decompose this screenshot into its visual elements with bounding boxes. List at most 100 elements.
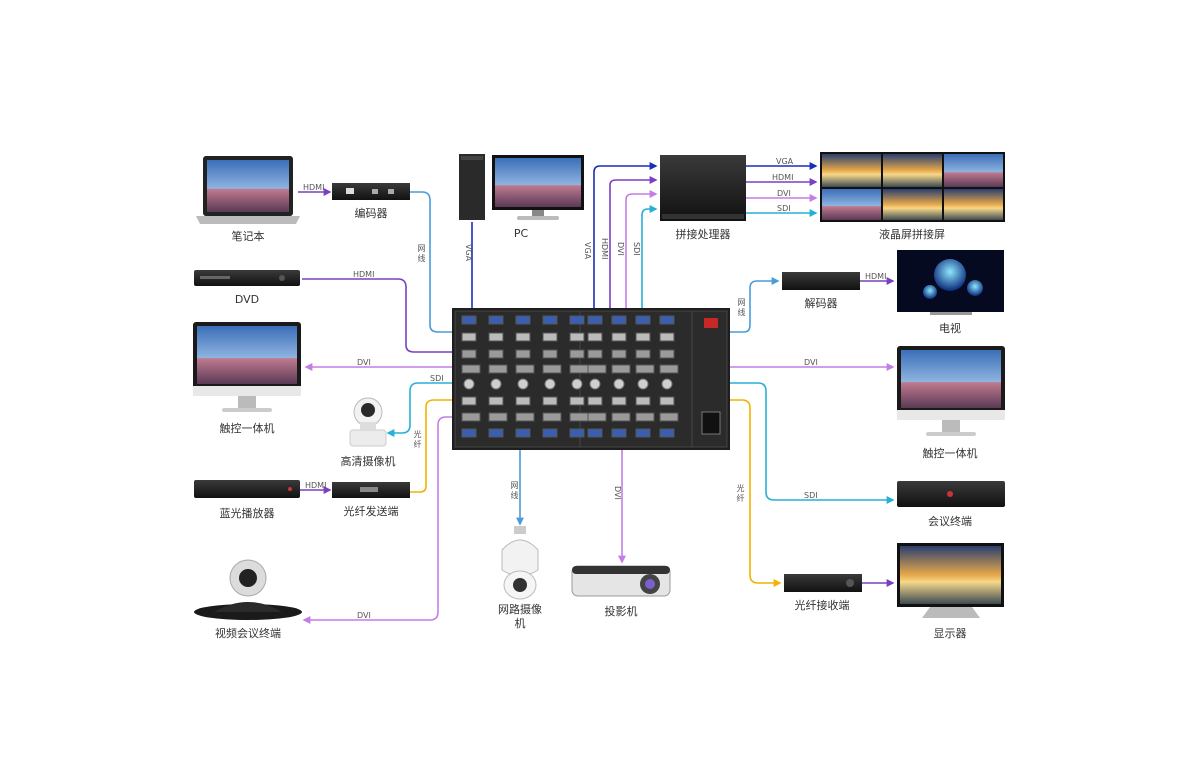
touch-pc-right-label: 触控一体机 (922, 447, 978, 460)
wire-label-touch-right-dvi: DVI (804, 358, 818, 367)
pc-device (459, 154, 584, 220)
touch-pc-left-label: 触控一体机 (219, 422, 275, 435)
matrix-port (611, 412, 631, 422)
wire-encoder-net (410, 191, 472, 336)
matrix-port (569, 412, 589, 422)
matrix-port (659, 315, 675, 325)
matrix-port (515, 364, 535, 374)
matrix-switcher-device (452, 308, 730, 450)
matrix-port (515, 315, 531, 325)
matrix-port (611, 315, 627, 325)
matrix-port (490, 378, 502, 390)
matrix-port (461, 349, 477, 359)
conference-terminal-label: 会议终端 (928, 515, 972, 528)
matrix-port (587, 332, 603, 342)
matrix-port (587, 428, 603, 438)
matrix-port (461, 396, 477, 406)
matrix-port (587, 364, 607, 374)
fiber-tx-label: 光纤发送端 (343, 505, 399, 518)
wire-label-proc-vga: VGA (583, 242, 592, 260)
network-camera-label: 网路摄像机 (498, 603, 542, 630)
matrix-port (635, 349, 651, 359)
wire-label-dvd-hdmi: HDMI (353, 270, 375, 279)
wire-label-laptop-encoder: HDMI (303, 183, 325, 192)
matrix-port (569, 364, 589, 374)
matrix-port (613, 378, 625, 390)
wire-label-out-dvi: DVI (777, 189, 791, 198)
monitor-device (897, 543, 1004, 618)
wire-dvd-hdmi (302, 278, 472, 356)
touch-pc-right-device (897, 346, 1005, 436)
splice-processor-device (660, 155, 746, 221)
dvd-label: DVD (234, 293, 260, 306)
matrix-port (542, 332, 558, 342)
projector-device (571, 565, 671, 597)
dvd-device (194, 270, 300, 286)
matrix-port (461, 412, 481, 422)
matrix-port (488, 332, 504, 342)
video-conf-terminal-label: 视频会议终端 (215, 627, 281, 640)
wire-camera-fiber (410, 396, 468, 493)
tv-device (897, 250, 1004, 315)
encoder-device (332, 183, 410, 200)
matrix-port (635, 364, 655, 374)
wire-decoder-net (722, 277, 780, 333)
matrix-port (659, 412, 679, 422)
wire-label-proc-sdi: SDI (632, 242, 641, 256)
matrix-port (515, 412, 535, 422)
wire-label-projector-dvi: DVI (613, 486, 622, 500)
encoder-label: 编码器 (354, 207, 388, 220)
wire-label-proc-hdmi: HDMI (600, 238, 609, 260)
matrix-port (611, 349, 627, 359)
wire-label-vconf-dvi: DVI (357, 611, 371, 620)
wire-label-out-hdmi: HDMI (772, 173, 794, 182)
wire-proc-sdi (641, 205, 658, 380)
splice-processor-label: 拼接处理器 (675, 228, 731, 241)
wire-label-touch-left-dvi: DVI (357, 358, 371, 367)
matrix-port (587, 412, 607, 422)
wire-label-encoder-net: 网线 (417, 244, 426, 263)
matrix-port (569, 396, 585, 406)
matrix-port (461, 364, 481, 374)
wire-label-netcam-net: 网线 (510, 481, 519, 500)
wire-label-out-vga: VGA (776, 157, 794, 166)
tv-label: 电视 (939, 322, 961, 335)
touch-pc-left-device (193, 322, 301, 412)
network-camera-device (501, 526, 539, 600)
matrix-port (569, 332, 585, 342)
matrix-port (488, 396, 504, 406)
matrix-port (488, 428, 504, 438)
matrix-port (461, 428, 477, 438)
matrix-port (461, 332, 477, 342)
matrix-port (611, 332, 627, 342)
matrix-port (635, 428, 651, 438)
wire-label-decoder-net: 网线 (737, 298, 746, 317)
wire-label-conf-sdi: SDI (804, 491, 818, 500)
matrix-port (635, 332, 651, 342)
matrix-port (587, 315, 603, 325)
matrix-port (488, 412, 508, 422)
lcd-wall-label: 液晶屏拼接屏 (879, 228, 945, 241)
matrix-port (542, 349, 558, 359)
power-switch (704, 318, 718, 328)
power-inlet (701, 411, 721, 435)
matrix-port (542, 315, 558, 325)
wire-label-camera-sdi: SDI (430, 374, 444, 383)
laptop-device (196, 156, 300, 224)
wire-vconf-dvi (302, 416, 466, 624)
matrix-port (659, 428, 675, 438)
matrix-port (542, 396, 558, 406)
matrix-port (637, 378, 649, 390)
matrix-port (611, 396, 627, 406)
wire-proc-hdmi (609, 176, 658, 336)
matrix-port (661, 378, 673, 390)
bluray-label: 蓝光播放器 (219, 507, 275, 520)
matrix-port (517, 378, 529, 390)
wire-fiber-rx (684, 399, 782, 587)
wire-label-camera-fiber: 光纤 (413, 430, 422, 449)
matrix-port (659, 332, 675, 342)
matrix-port (659, 349, 675, 359)
lcd-wall-device (820, 152, 1005, 222)
wire-proc-dvi (625, 190, 658, 355)
